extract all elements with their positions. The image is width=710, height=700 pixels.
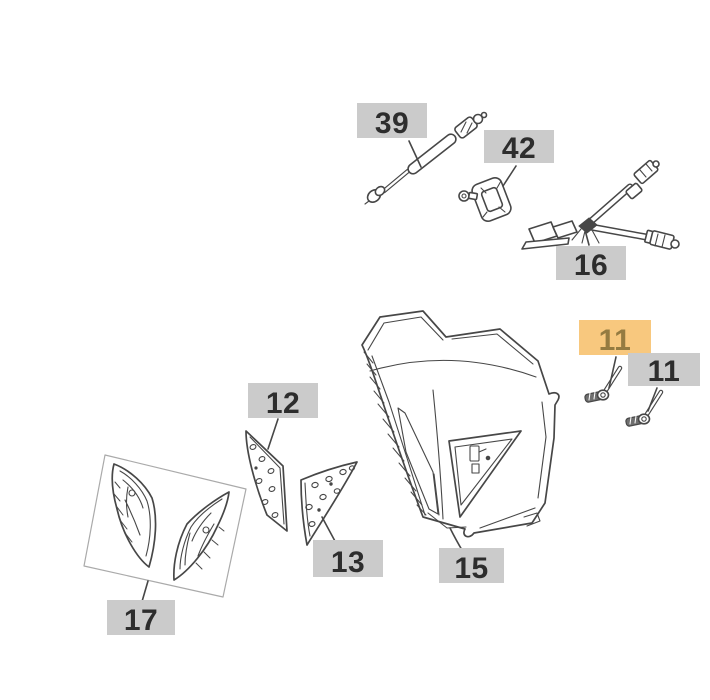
part-label-42-text: 42 xyxy=(501,131,537,165)
part-label-42[interactable]: 42 xyxy=(484,130,554,163)
part-label-39[interactable]: 39 xyxy=(357,103,427,138)
part-11-screw-drawing xyxy=(584,365,623,403)
part-label-15[interactable]: 15 xyxy=(439,548,504,583)
part-label-11[interactable]: 11 xyxy=(628,353,700,386)
part-label-13-text: 13 xyxy=(330,545,366,579)
leader-11-highlight xyxy=(608,356,617,389)
part-15-mask-drawing xyxy=(361,310,560,538)
part-label-11-highlighted-text: 11 xyxy=(598,323,632,357)
leader-16 xyxy=(584,229,590,246)
part-12-panel-drawing xyxy=(245,430,288,532)
part-17-covers-drawing xyxy=(83,454,247,598)
leader-lines xyxy=(140,140,658,606)
leader-12 xyxy=(267,418,279,450)
part-16-harness-drawing xyxy=(521,159,680,250)
part-label-12-text: 12 xyxy=(265,386,301,420)
part-label-16[interactable]: 16 xyxy=(556,246,626,280)
part-label-11-text: 11 xyxy=(647,354,681,388)
part-label-16-text: 16 xyxy=(573,248,609,282)
part-label-17[interactable]: 17 xyxy=(107,600,175,635)
leader-13 xyxy=(321,516,337,544)
part-42-bracket-drawing xyxy=(458,176,512,223)
leader-39 xyxy=(408,140,422,168)
leader-15 xyxy=(449,527,463,551)
part-label-13[interactable]: 13 xyxy=(313,540,383,577)
leader-42 xyxy=(502,165,517,187)
part-label-39-text: 39 xyxy=(374,106,410,140)
leader-11 xyxy=(647,387,658,412)
part-11-screw-drawing-2 xyxy=(625,389,664,427)
part-label-12[interactable]: 12 xyxy=(248,383,318,418)
part-label-17-text: 17 xyxy=(123,603,159,637)
part-label-11-highlighted[interactable]: 11 xyxy=(579,320,651,355)
part-13-panel-drawing xyxy=(300,461,358,546)
part-label-15-text: 15 xyxy=(454,551,489,585)
